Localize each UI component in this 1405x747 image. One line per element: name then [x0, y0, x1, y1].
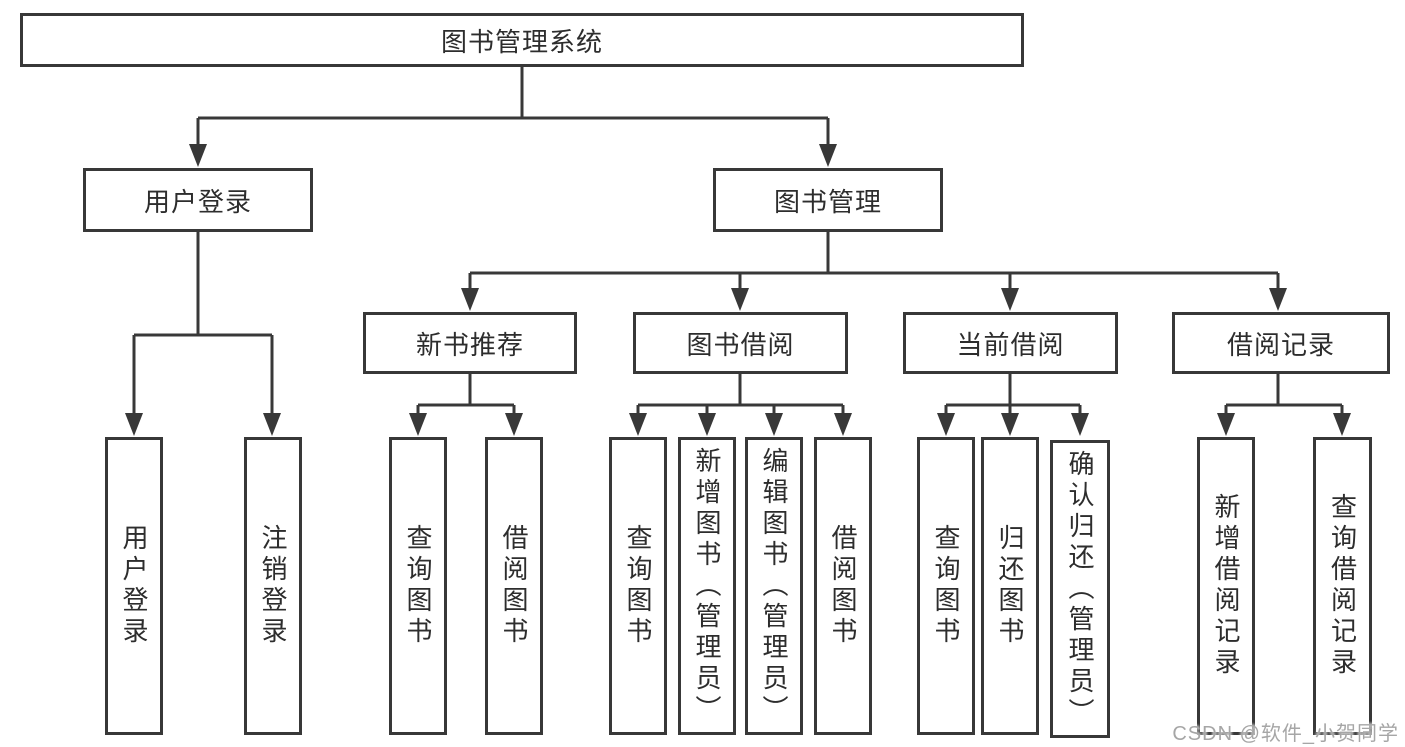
leaf-edit-book-admin-label: 编辑图书（管理员） — [759, 446, 789, 726]
node-borrow-records-label: 借阅记录 — [1226, 329, 1335, 360]
leaf-return-books-label: 归还图书 — [995, 524, 1025, 648]
arrowhead — [125, 413, 143, 436]
leaf-query-borrow-record-label: 查询借阅记录 — [1327, 493, 1358, 679]
leaf-borrow-books-2-label: 借阅图书 — [828, 524, 858, 648]
node-user-login: 用户登录 — [83, 168, 313, 232]
arrowhead — [731, 288, 749, 311]
arrowhead — [1001, 288, 1019, 311]
arrowhead — [409, 413, 427, 436]
arrowhead — [1333, 413, 1351, 436]
arrowhead — [263, 413, 281, 436]
arrowhead — [629, 413, 647, 436]
arrowhead — [461, 288, 479, 311]
leaf-query-books-3-label: 查询图书 — [931, 524, 961, 648]
arrowheads — [125, 144, 1351, 436]
arrowhead — [834, 413, 852, 436]
arrowhead — [698, 413, 716, 436]
leaf-user-login-label: 用户登录 — [119, 524, 149, 648]
leaf-logout-label: 注销登录 — [258, 524, 288, 648]
connector-records-to-leaves — [1224, 374, 1344, 415]
leaf-query-books-3: 查询图书 — [917, 437, 975, 735]
arrowhead — [765, 413, 783, 436]
node-user-login-label: 用户登录 — [143, 186, 252, 217]
connector-root-to-level2 — [196, 67, 830, 147]
leaf-add-borrow-record-label: 新增借阅记录 — [1211, 493, 1241, 679]
node-book-management-label: 图书管理 — [773, 186, 882, 217]
leaf-query-books-2: 查询图书 — [609, 437, 667, 735]
arrowhead — [505, 413, 523, 436]
arrowhead — [1001, 413, 1019, 436]
node-book-borrow: 图书借阅 — [633, 312, 848, 374]
leaf-borrow-books-1-label: 借阅图书 — [499, 524, 529, 648]
leaf-query-books-1-label: 查询图书 — [403, 524, 433, 648]
leaf-query-borrow-record: 查询借阅记录 — [1313, 437, 1372, 735]
node-current-borrow-label: 当前借阅 — [956, 329, 1065, 360]
connector-bookmgmt-to-level3 — [468, 232, 1280, 293]
leaf-edit-book-admin: 编辑图书（管理员） — [745, 437, 803, 735]
connector-currentborrow-to-leaves — [944, 374, 1082, 415]
leaf-user-login: 用户登录 — [105, 437, 163, 735]
arrowhead — [1217, 413, 1235, 436]
leaf-return-books: 归还图书 — [981, 437, 1039, 735]
node-book-borrow-label: 图书借阅 — [686, 329, 795, 360]
csdn-watermark: CSDN @软件_小贺同学 — [1172, 723, 1399, 745]
leaf-add-book-admin-label: 新增图书（管理员） — [692, 446, 722, 726]
arrowhead — [1269, 288, 1287, 311]
connector-bookborrow-to-leaves — [636, 374, 845, 415]
node-library-system-label: 图书管理系统 — [440, 26, 603, 57]
leaf-logout: 注销登录 — [244, 437, 302, 735]
connector-paths — [132, 67, 1344, 415]
node-new-book-recommend-label: 新书推荐 — [415, 329, 524, 360]
connector-newbook-to-leaves — [416, 374, 516, 415]
leaf-confirm-return-admin-label: 确认归还（管理员） — [1065, 449, 1095, 729]
leaf-query-books-1: 查询图书 — [389, 437, 447, 735]
arrowhead — [819, 144, 837, 167]
connector-userlogin-to-leaves — [132, 232, 274, 415]
leaf-query-books-2-label: 查询图书 — [623, 524, 653, 648]
node-library-system: 图书管理系统 — [20, 13, 1024, 67]
leaf-confirm-return-admin: 确认归还（管理员） — [1050, 440, 1110, 738]
arrowhead — [1071, 413, 1089, 436]
arrowhead — [189, 144, 207, 167]
leaf-add-borrow-record: 新增借阅记录 — [1197, 437, 1255, 735]
node-new-book-recommend: 新书推荐 — [363, 312, 577, 374]
node-current-borrow: 当前借阅 — [903, 312, 1118, 374]
leaf-borrow-books-2: 借阅图书 — [814, 437, 872, 735]
arrowhead — [937, 413, 955, 436]
node-book-management: 图书管理 — [713, 168, 943, 232]
leaf-borrow-books-1: 借阅图书 — [485, 437, 543, 735]
leaf-add-book-admin: 新增图书（管理员） — [678, 437, 736, 735]
node-borrow-records: 借阅记录 — [1172, 312, 1390, 374]
